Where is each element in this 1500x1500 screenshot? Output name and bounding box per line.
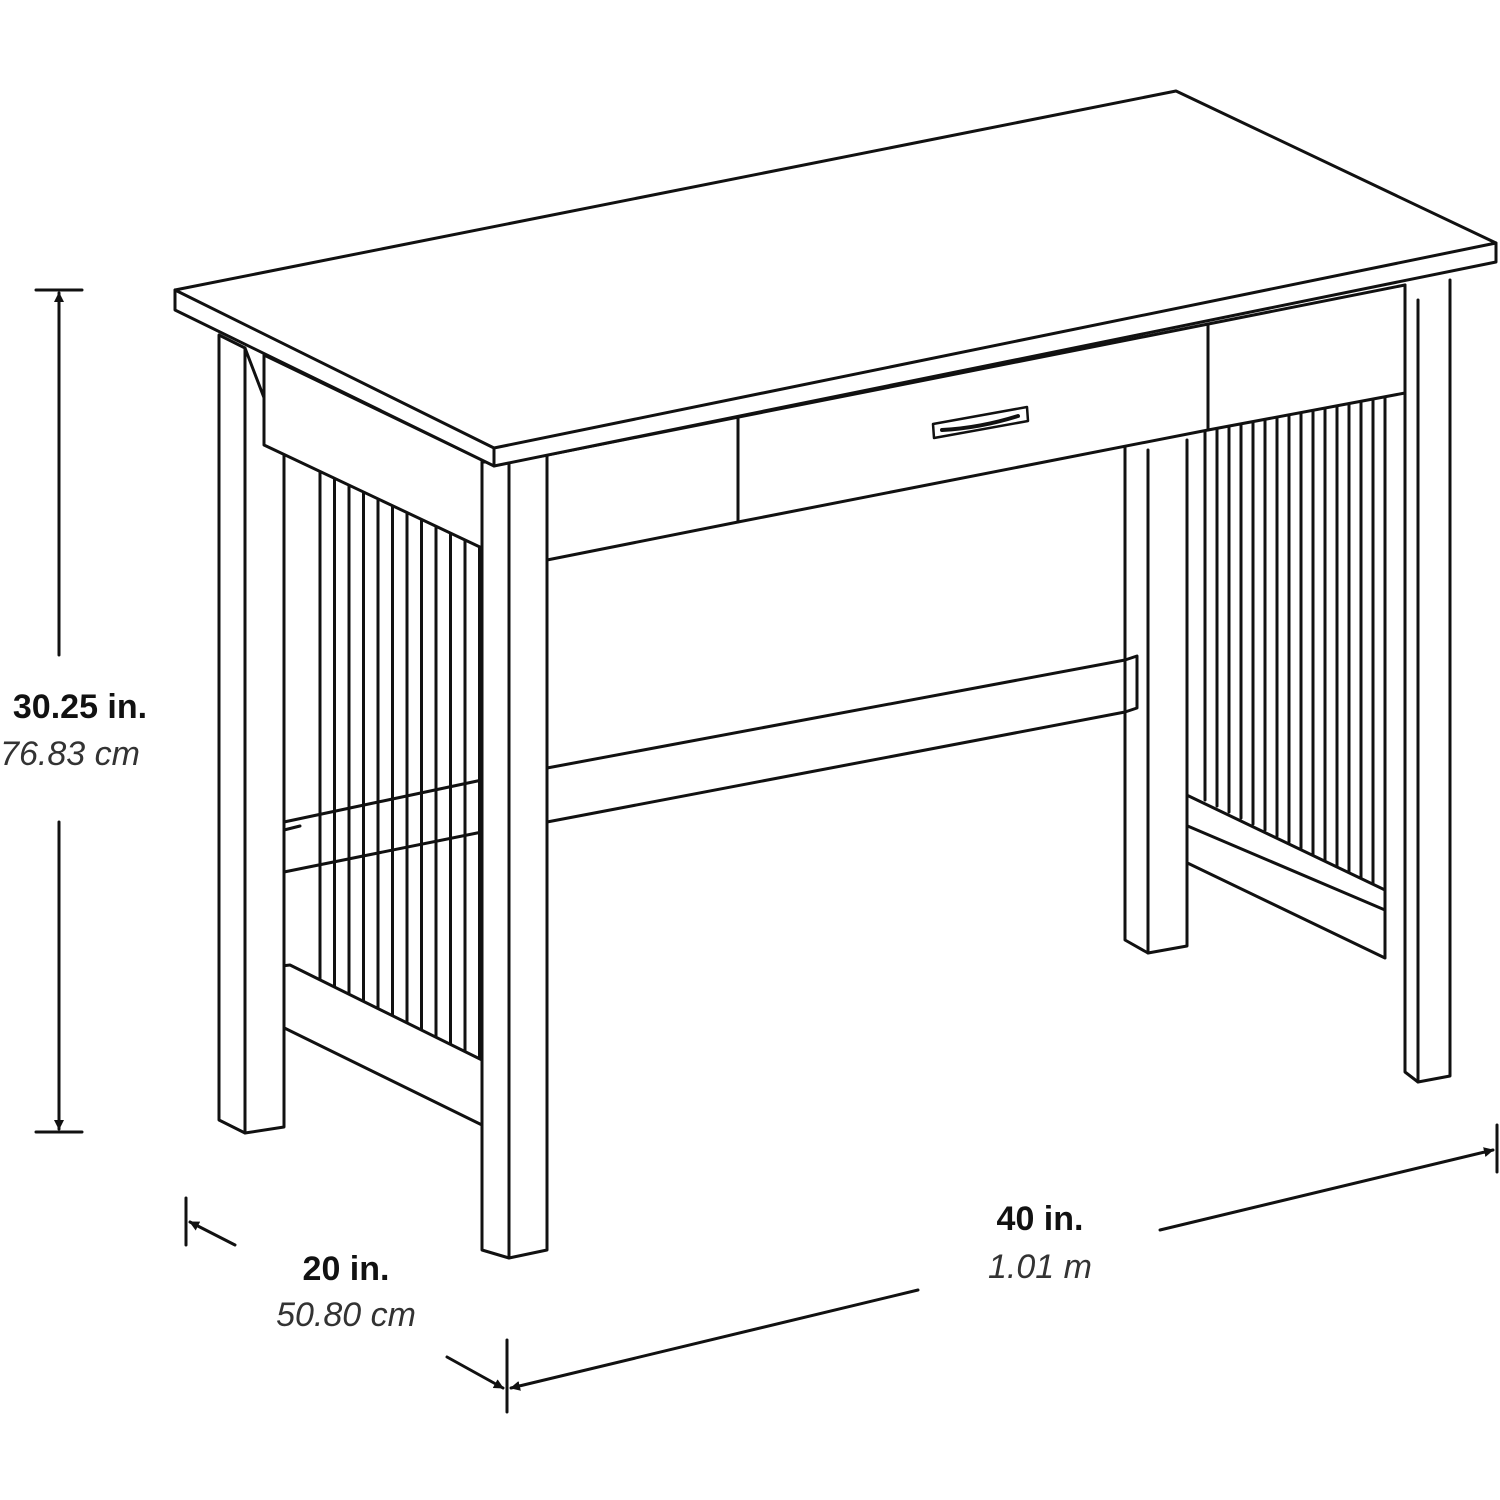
left-upper-stretcher (282, 778, 484, 874)
width-metric-label: 1.01 m (988, 1248, 1092, 1286)
height-metric-label: 76.83 cm (0, 735, 140, 773)
depth-imperial-label: 20 in. (302, 1250, 390, 1288)
width-imperial-label: 40 in. (996, 1200, 1084, 1238)
front-left-leg (217, 333, 286, 1135)
rear-left-leg (1123, 438, 1189, 955)
tabletop (173, 89, 1498, 468)
right-side-slats (1203, 391, 1387, 892)
height-dimension-line (34, 288, 84, 1134)
drawer-handle-icon[interactable] (931, 405, 1030, 440)
depth-metric-label: 50.80 cm (276, 1296, 416, 1334)
left-side-slats (318, 468, 481, 1065)
front-stretcher (545, 654, 1139, 824)
right-stretcher-edge (1148, 808, 1387, 912)
depth-dimension-line (184, 1196, 509, 1414)
height-imperial-label: 30.25 in. (12, 688, 148, 726)
front-corner-leg (480, 453, 549, 1260)
back-right-leg (1403, 278, 1452, 1084)
width-dimension-line (509, 1123, 1499, 1391)
drawer-front[interactable] (736, 323, 1210, 524)
